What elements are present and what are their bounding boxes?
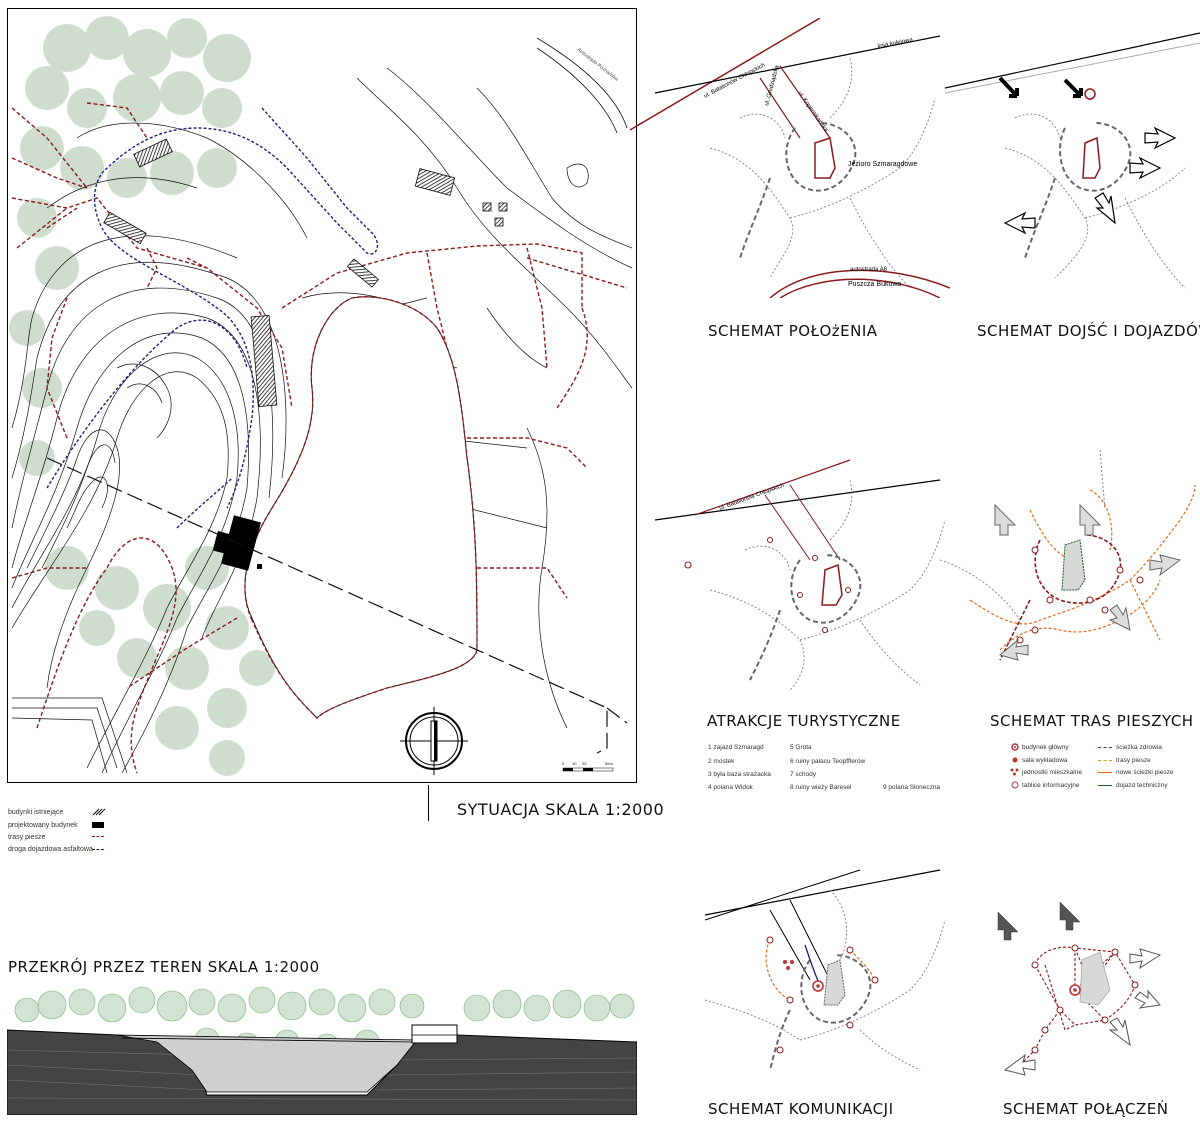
location-scheme: ul. Batalionów Chłopskich ul. Grudziądzk… xyxy=(629,17,951,299)
residential-units-icon xyxy=(1010,768,1019,776)
legend-label: projektowany budynek xyxy=(8,822,78,829)
site-plan-map: Autostrada Poznańska 0 10 20 50m xyxy=(7,8,637,783)
attraction-item: 7 schody xyxy=(790,771,817,778)
new-paths-icon xyxy=(1098,772,1112,773)
legend-trails: trasy piesze xyxy=(8,834,45,841)
trails-scheme-title: SCHEMAT TRAS PIESZYCH xyxy=(990,712,1194,730)
scale-tick-50: 50m xyxy=(605,761,613,766)
trails-legend-item: dojazd techniczny xyxy=(1116,782,1168,789)
connections-scheme-svg xyxy=(997,901,1162,1076)
terrain-section-svg xyxy=(6,986,638,1116)
attraction-item: 3 była baza strażacka xyxy=(708,771,771,778)
technical-access-icon xyxy=(1098,785,1112,786)
site-plan-svg: Autostrada Poznańska 0 10 20 50m xyxy=(7,8,637,783)
connections-scheme-title: SCHEMAT POŁĄCZEŃ xyxy=(1003,1100,1169,1118)
outline-arrows xyxy=(1003,126,1177,235)
attraction-item: 1 zajazd Szmaragd xyxy=(708,744,764,751)
site-plan-title-underline xyxy=(428,785,429,821)
attraction-item: 2 mostek xyxy=(708,758,735,765)
attraction-item: 4 polana Widok xyxy=(708,784,753,791)
trails-legend-item: sala wykładowa xyxy=(1022,757,1068,764)
ground-strata xyxy=(6,1049,638,1101)
communication-scheme-svg xyxy=(704,869,946,1071)
street-label-3: ul. Kopernikańska xyxy=(796,91,829,134)
lake-water xyxy=(116,1034,418,1093)
walking-trails-icon xyxy=(1098,760,1112,761)
black-arrows xyxy=(998,76,1083,98)
attraction-item: 8 ruiny wieży Baresel xyxy=(790,784,852,791)
terrain-section xyxy=(6,980,638,1116)
scale-tick-20: 20 xyxy=(582,761,587,766)
attractions-scheme-svg: ul. Batalionów Chłopskich xyxy=(654,459,946,691)
legend-existing-buildings: budynki istniejące xyxy=(8,809,63,816)
main-building-icon xyxy=(1011,743,1019,751)
scale-bar xyxy=(562,767,614,772)
attractions-title: ATRAKCJE TURYSTYCZNE xyxy=(707,712,901,730)
location-scheme-title: SCHEMAT POŁOżENIA xyxy=(708,322,878,340)
hatched-building-icon xyxy=(92,808,106,816)
blue-dashed-line-icon xyxy=(92,849,104,850)
lake-label: Jezioro Szmaragdowe xyxy=(848,161,917,168)
trails-legend-item: tablice informacyjne xyxy=(1022,782,1080,789)
communication-scheme xyxy=(700,860,955,1075)
attraction-item: 5 Grota xyxy=(790,744,812,751)
existing-buildings xyxy=(103,138,508,408)
forest-label: Puszcza Bukowa xyxy=(848,281,901,288)
rail-label: linia kolejowa xyxy=(877,37,914,50)
trails-legend-item: ścieżka zdrowia xyxy=(1116,744,1162,751)
section-building xyxy=(411,1024,458,1044)
trails-scheme xyxy=(939,449,1200,690)
communication-scheme-title: SCHEMAT KOMUNIKACJI xyxy=(708,1100,894,1118)
trails-legend-item: nowe ścieżki piesze xyxy=(1116,769,1174,776)
access-scheme-svg xyxy=(944,32,1200,289)
attraction-item: 9 polana Słoneczna xyxy=(883,784,941,791)
legend-road: droga dojazdowa asfaltowa xyxy=(8,846,93,853)
highway-a6-label: autostrada A6 xyxy=(850,267,888,273)
legend-label: droga dojazdowa asfaltowa xyxy=(8,846,93,853)
red-dashed-line-icon xyxy=(92,836,104,837)
access-scheme xyxy=(944,18,1200,298)
solid-building-icon xyxy=(92,822,104,828)
lecture-hall-icon xyxy=(1012,757,1018,763)
trails-legend-item: jednostki mieszkalne xyxy=(1022,769,1082,776)
legend-designed-building: projektowany budynek xyxy=(8,822,78,829)
location-scheme-svg: ul. Batalionów Chłopskich ul. Grudziądzk… xyxy=(629,17,951,299)
section-title: PRZEKRÓJ PRZEZ TEREN SKALA 1:2000 xyxy=(8,958,320,976)
access-scheme-title: SCHEMAT DOJŚĆ I DOJAZDÓW xyxy=(977,322,1200,340)
pedestrian-trails xyxy=(11,102,628,774)
scale-tick-10: 10 xyxy=(572,761,577,766)
trails-legend-item: budynek główny xyxy=(1022,744,1069,751)
connections-scheme xyxy=(990,890,1200,1080)
woodland-area xyxy=(9,16,275,776)
north-arrow xyxy=(400,707,468,775)
designed-building xyxy=(212,515,262,571)
access-road xyxy=(46,107,379,529)
health-path-icon xyxy=(1098,747,1112,748)
site-plan-title: SYTUACJA SKALA 1:2000 xyxy=(457,800,665,819)
scale-tick-0: 0 xyxy=(562,761,565,766)
water-level xyxy=(121,1037,413,1043)
legend-label: trasy piesze xyxy=(8,834,46,841)
trails-scheme-svg xyxy=(939,449,1196,661)
trails-legend-item: trasy piesze xyxy=(1116,757,1151,764)
legend-label: budynki istniejące xyxy=(8,809,64,816)
section-cut-line xyxy=(46,457,628,754)
attraction-item: 6 ruiny pałacu Teopfflerów xyxy=(790,758,866,765)
attractions-scheme: ul. Batalionów Chłopskich xyxy=(650,440,950,691)
attractions-street-label: ul. Batalionów Chłopskich xyxy=(719,483,785,512)
highway-lines xyxy=(536,37,628,134)
info-board-icon xyxy=(1011,781,1019,789)
